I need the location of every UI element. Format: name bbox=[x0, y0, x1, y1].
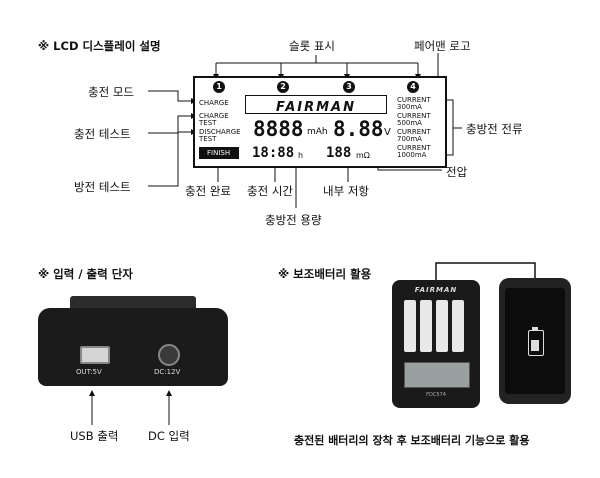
lcd-resistance-unit: mΩ bbox=[356, 151, 370, 160]
label-usb-output: USB 출력 bbox=[70, 429, 119, 443]
usb-port-icon bbox=[80, 346, 110, 364]
battery-cell-4 bbox=[452, 300, 464, 352]
label-charge-mode: 충전 모드 bbox=[88, 85, 134, 99]
lcd-current-3-label: CURRENT bbox=[397, 128, 431, 136]
dc-port-icon bbox=[158, 344, 180, 366]
lcd-current-3-value: 700mA bbox=[397, 135, 422, 143]
lcd-mode-discharge-test-2: TEST bbox=[199, 135, 217, 143]
lcd-current-4-value: 1000mA bbox=[397, 151, 427, 159]
slot-2-icon: 2 bbox=[277, 81, 289, 93]
lcd-mode-charge: CHARGE bbox=[199, 99, 229, 107]
label-internal-resistance: 내부 저항 bbox=[323, 184, 369, 198]
device-lcd bbox=[404, 362, 470, 388]
label-dc-input: DC 입력 bbox=[148, 429, 190, 443]
label-charge-current: 충방전 전류 bbox=[466, 122, 523, 136]
label-discharge-test: 방전 테스트 bbox=[74, 180, 131, 194]
lcd-resistance-digits: 188 bbox=[326, 145, 352, 161]
lcd-time-digits: 18:88 bbox=[252, 145, 295, 161]
charger-device-image: FAIRMAN FDC574 bbox=[392, 280, 480, 408]
lcd-logo-box: FAIRMAN bbox=[245, 95, 387, 115]
label-charge-test: 충전 테스트 bbox=[74, 127, 131, 141]
lcd-voltage-digits: 8.88 bbox=[333, 117, 384, 141]
port-dc-label: DC:12V bbox=[154, 368, 181, 376]
battery-charging-icon bbox=[528, 327, 544, 356]
lcd-panel: 1 2 3 4 FAIRMAN CHARGE CHARGE TEST DISCH… bbox=[193, 76, 447, 168]
charger-side-image: OUT:5V DC:12V bbox=[38, 296, 228, 386]
phone-image bbox=[499, 278, 571, 404]
port-out-label: OUT:5V bbox=[76, 368, 102, 376]
lcd-current-1-label: CURRENT bbox=[397, 96, 431, 104]
battery-cell-3 bbox=[436, 300, 448, 352]
label-capacity: 충방전 용량 bbox=[265, 213, 322, 227]
battery-icon-fill bbox=[531, 340, 539, 351]
label-fairman-logo: 페어맨 로고 bbox=[414, 39, 471, 53]
battery-icon-cap bbox=[532, 327, 538, 330]
lcd-finish: FINISH bbox=[207, 149, 231, 157]
charger-top bbox=[70, 296, 196, 310]
lcd-mode-discharge-test-1: DISCHARGE bbox=[199, 128, 241, 136]
lcd-finish-box: FINISH bbox=[199, 147, 239, 159]
label-charge-time: 충전 시간 bbox=[247, 184, 293, 198]
lcd-section-title: ※ LCD 디스플레이 설명 bbox=[38, 39, 161, 53]
lcd-capacity-unit: mAh bbox=[307, 127, 328, 137]
lcd-mode-charge-test-1: CHARGE bbox=[199, 112, 229, 120]
battery-cell-2 bbox=[420, 300, 432, 352]
label-voltage: 전압 bbox=[446, 165, 468, 179]
battery-section-title: ※ 보조배터리 활용 bbox=[278, 267, 372, 281]
lcd-current-2-value: 500mA bbox=[397, 119, 422, 127]
label-slot-display: 슬롯 표시 bbox=[289, 39, 335, 53]
battery-cell-1 bbox=[404, 300, 416, 352]
lcd-current-4-label: CURRENT bbox=[397, 144, 431, 152]
lcd-capacity-digits: 8888 bbox=[253, 117, 304, 141]
battery-section-caption: 충전된 배터리의 장착 후 보조배터리 기능으로 활용 bbox=[294, 434, 530, 447]
label-charge-complete: 충전 완료 bbox=[185, 184, 231, 198]
slot-1-icon: 1 bbox=[213, 81, 225, 93]
device-model: FDC574 bbox=[426, 392, 446, 398]
lcd-time-unit: h bbox=[298, 151, 304, 160]
device-logo: FAIRMAN bbox=[414, 286, 458, 294]
lcd-current-1-value: 300mA bbox=[397, 103, 422, 111]
slot-3-icon: 3 bbox=[343, 81, 355, 93]
charger-body bbox=[38, 308, 228, 386]
lcd-logo: FAIRMAN bbox=[276, 100, 356, 115]
lcd-voltage-unit: V bbox=[384, 127, 391, 138]
io-section-title: ※ 입력 / 출력 단자 bbox=[38, 267, 133, 281]
lcd-mode-charge-test-2: TEST bbox=[199, 119, 217, 127]
lcd-current-2-label: CURRENT bbox=[397, 112, 431, 120]
slot-4-icon: 4 bbox=[407, 81, 419, 93]
